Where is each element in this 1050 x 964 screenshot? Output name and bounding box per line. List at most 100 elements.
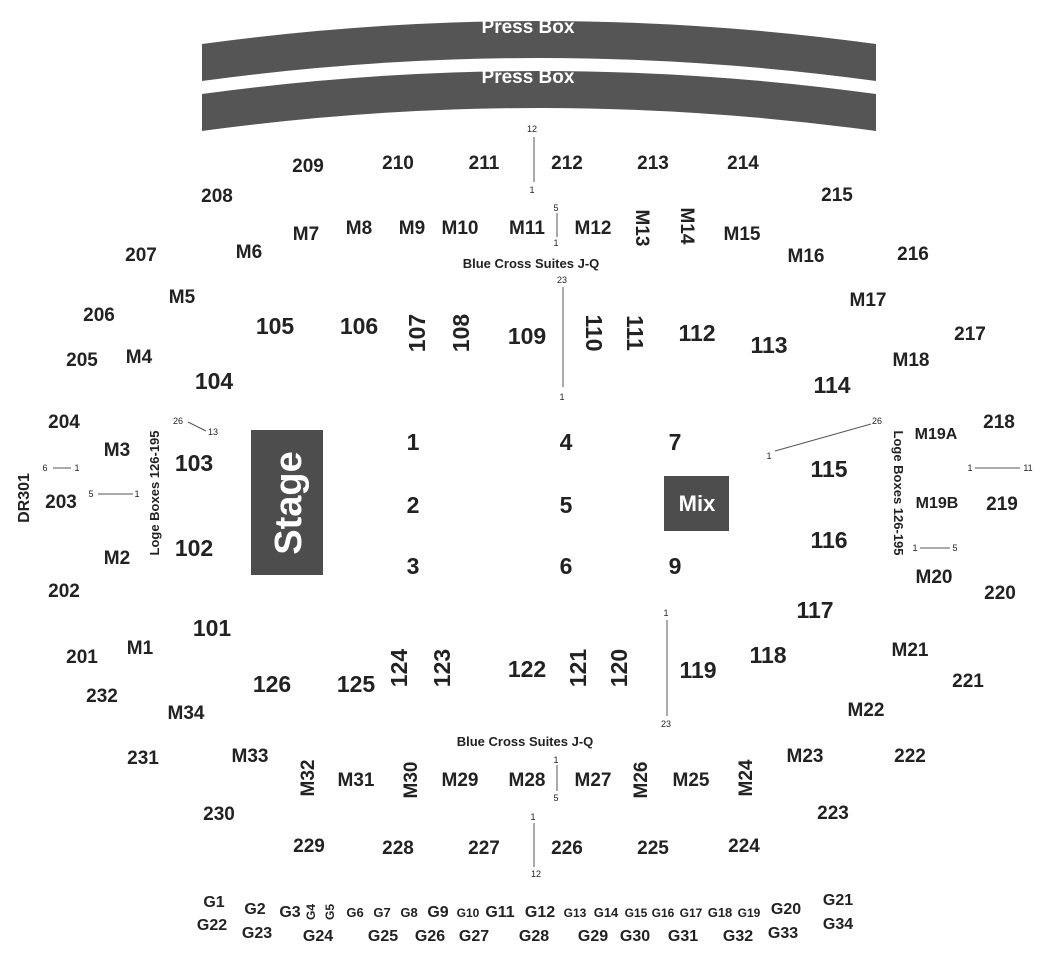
section-m19b[interactable]: M19B	[916, 495, 959, 512]
section-120[interactable]: 120	[606, 649, 632, 687]
section-112[interactable]: 112	[678, 320, 715, 346]
section-202[interactable]: 202	[48, 581, 80, 602]
section-g1[interactable]: G1	[203, 894, 224, 911]
section-121[interactable]: 121	[565, 649, 591, 688]
section-floor-5[interactable]: 5	[560, 492, 573, 518]
section-g10[interactable]: G10	[457, 906, 480, 920]
section-220[interactable]: 220	[984, 583, 1016, 604]
section-114[interactable]: 114	[813, 372, 850, 398]
section-207[interactable]: 207	[125, 245, 157, 266]
section-m12[interactable]: M12	[575, 218, 612, 239]
section-g11[interactable]: G11	[485, 904, 514, 921]
section-m10[interactable]: M10	[442, 218, 479, 239]
section-107[interactable]: 107	[404, 314, 430, 352]
section-m9[interactable]: M9	[399, 218, 425, 239]
section-106[interactable]: 106	[340, 313, 378, 339]
section-213[interactable]: 213	[637, 153, 669, 174]
section-229[interactable]: 229	[293, 836, 325, 857]
section-201[interactable]: 201	[66, 647, 98, 668]
section-m26[interactable]: M26	[631, 762, 652, 799]
section-109[interactable]: 109	[508, 323, 546, 349]
section-209[interactable]: 209	[292, 156, 324, 177]
section-232[interactable]: 232	[86, 686, 118, 707]
section-m22[interactable]: M22	[848, 700, 885, 721]
section-g26[interactable]: G26	[415, 928, 445, 945]
section-g9[interactable]: G9	[427, 904, 448, 921]
section-208[interactable]: 208	[201, 186, 233, 207]
section-m28[interactable]: M28	[509, 770, 546, 791]
section-g25[interactable]: G25	[368, 928, 398, 945]
section-228[interactable]: 228	[382, 838, 414, 859]
section-222[interactable]: 222	[894, 746, 926, 767]
section-206[interactable]: 206	[83, 305, 115, 326]
section-212[interactable]: 212	[551, 153, 583, 174]
section-231[interactable]: 231	[127, 748, 159, 769]
section-floor-4[interactable]: 4	[560, 429, 573, 455]
section-floor-2[interactable]: 2	[407, 492, 420, 518]
section-m33[interactable]: M33	[232, 746, 269, 767]
section-m6[interactable]: M6	[236, 242, 262, 263]
section-210[interactable]: 210	[382, 153, 414, 174]
press-box-upper[interactable]: Press Box	[202, 17, 876, 81]
section-219[interactable]: 219	[986, 494, 1018, 515]
section-m23[interactable]: M23	[787, 746, 824, 767]
section-217[interactable]: 217	[954, 324, 986, 345]
section-204[interactable]: 204	[48, 412, 80, 433]
section-104[interactable]: 104	[195, 368, 234, 394]
section-m1[interactable]: M1	[127, 638, 154, 659]
section-g16[interactable]: G16	[652, 906, 675, 920]
section-m32[interactable]: M32	[298, 760, 319, 797]
section-g30[interactable]: G30	[620, 928, 650, 945]
section-m18[interactable]: M18	[893, 350, 930, 371]
section-117[interactable]: 117	[796, 597, 833, 623]
section-124[interactable]: 124	[386, 649, 412, 688]
section-m15[interactable]: M15	[724, 224, 761, 245]
section-g19[interactable]: G19	[738, 906, 761, 920]
section-115[interactable]: 115	[810, 456, 847, 482]
section-105[interactable]: 105	[256, 313, 295, 339]
section-dr301[interactable]: DR301	[16, 473, 33, 523]
section-m34[interactable]: M34	[168, 703, 205, 724]
section-214[interactable]: 214	[727, 153, 759, 174]
section-101[interactable]: 101	[193, 615, 232, 641]
section-g17[interactable]: G17	[680, 906, 703, 920]
section-g21[interactable]: G21	[823, 892, 853, 909]
section-211[interactable]: 211	[469, 153, 500, 174]
section-m7[interactable]: M7	[293, 224, 319, 245]
section-125[interactable]: 125	[337, 671, 376, 697]
section-m21[interactable]: M21	[892, 640, 929, 661]
section-g29[interactable]: G29	[578, 928, 608, 945]
section-m4[interactable]: M4	[126, 347, 153, 368]
section-g18[interactable]: G18	[708, 905, 733, 920]
section-floor-9[interactable]: 9	[669, 553, 682, 579]
section-223[interactable]: 223	[817, 803, 849, 824]
section-g23[interactable]: G23	[242, 925, 272, 942]
press-box-lower[interactable]: Press Box	[202, 67, 876, 131]
section-215[interactable]: 215	[821, 185, 853, 206]
section-g27[interactable]: G27	[459, 928, 489, 945]
section-floor-3[interactable]: 3	[407, 553, 420, 579]
section-m13[interactable]: M13	[631, 210, 652, 247]
section-g20[interactable]: G20	[771, 901, 801, 918]
section-225[interactable]: 225	[637, 838, 669, 859]
section-118[interactable]: 118	[749, 642, 786, 668]
section-g15[interactable]: G15	[625, 906, 648, 920]
section-218[interactable]: 218	[983, 412, 1015, 433]
section-g24[interactable]: G24	[303, 928, 333, 945]
section-226[interactable]: 226	[551, 838, 583, 859]
section-m27[interactable]: M27	[575, 770, 612, 791]
section-111[interactable]: 111	[622, 315, 648, 351]
section-m29[interactable]: M29	[442, 770, 479, 791]
section-116[interactable]: 116	[810, 527, 847, 553]
section-g31[interactable]: G31	[668, 928, 698, 945]
section-m31[interactable]: M31	[338, 770, 375, 791]
section-123[interactable]: 123	[429, 649, 455, 687]
section-221[interactable]: 221	[952, 671, 984, 692]
section-m20[interactable]: M20	[916, 567, 953, 588]
section-g34[interactable]: G34	[823, 916, 853, 933]
section-floor-7[interactable]: 7	[669, 429, 682, 455]
section-224[interactable]: 224	[728, 836, 760, 857]
section-227[interactable]: 227	[468, 838, 500, 859]
section-g4[interactable]: G4	[304, 904, 318, 920]
section-g22[interactable]: G22	[197, 917, 227, 934]
